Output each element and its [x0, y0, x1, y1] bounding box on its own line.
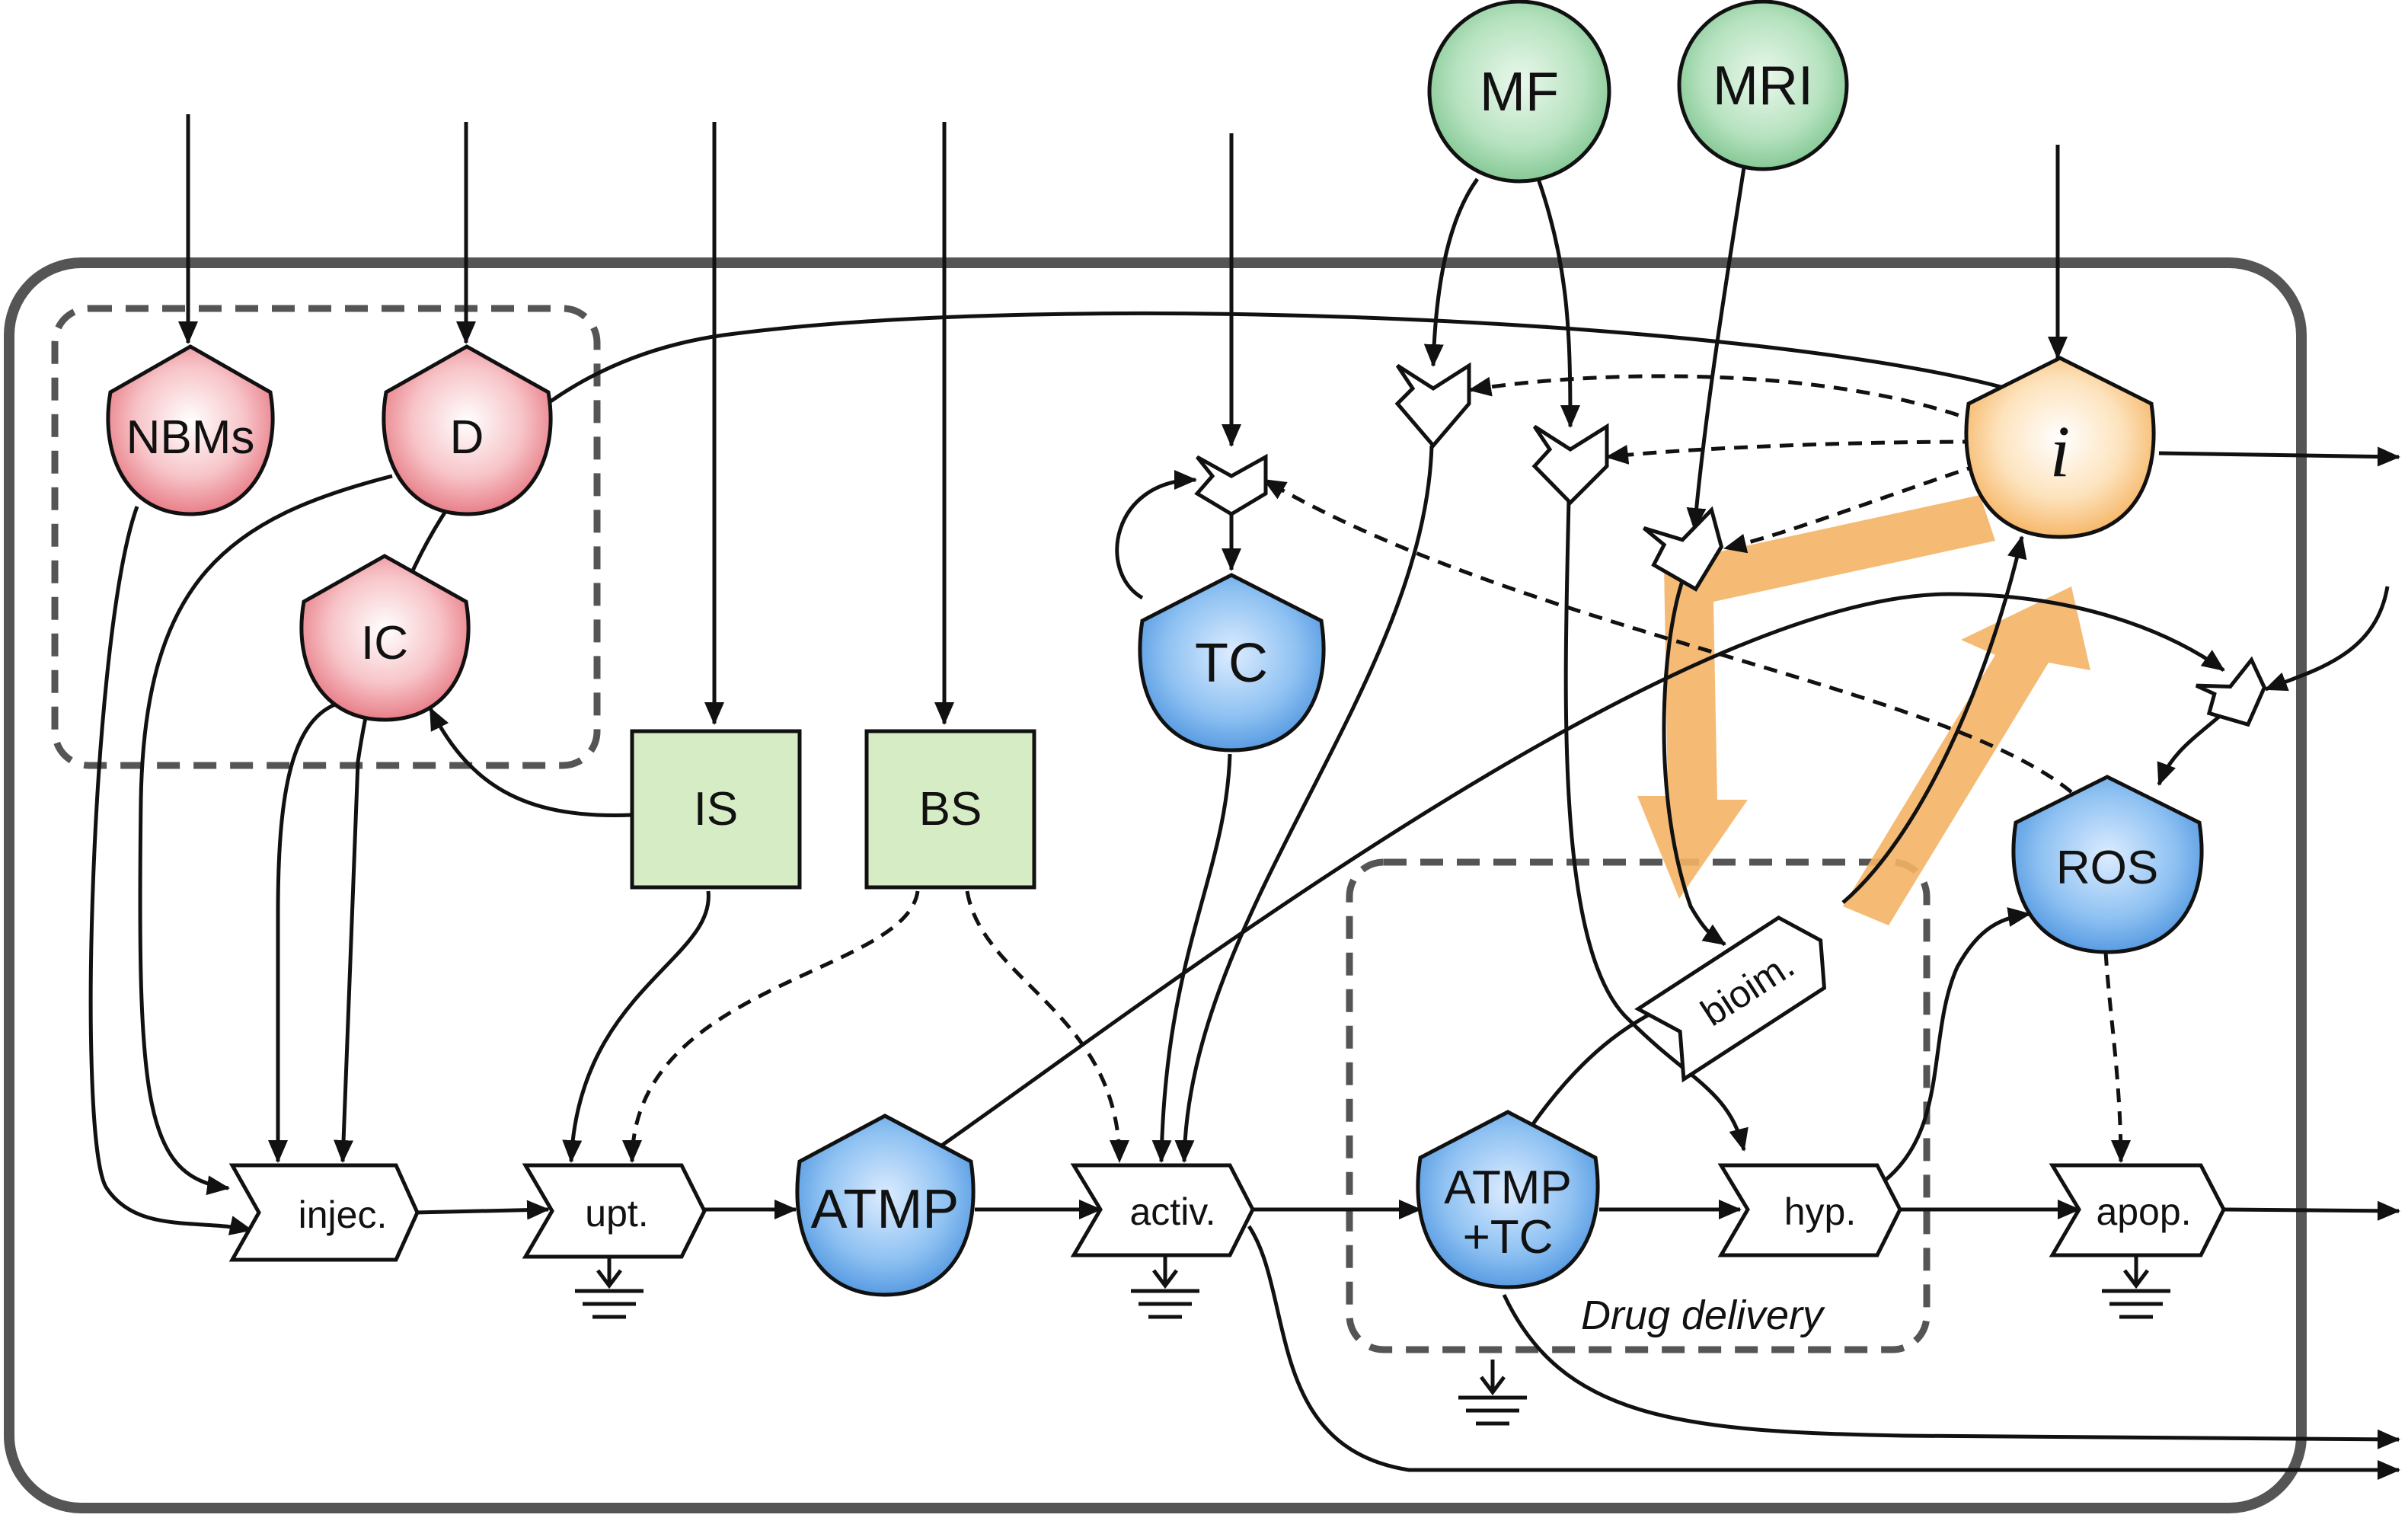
link-is-upt [562, 890, 711, 1163]
link-gate3-bioim [1662, 578, 1726, 947]
process-apop-label: apop. [2096, 1190, 2191, 1233]
output-arrow-i [2158, 446, 2400, 467]
node-i-label: i [2050, 411, 2071, 492]
link-mf-gate1 [1423, 177, 1480, 367]
gate-mri [1643, 506, 1724, 592]
link-gate1-activ [1174, 445, 1434, 1163]
orange-feedback-arrows [1637, 495, 2090, 925]
link-bs-upt [622, 890, 920, 1163]
node-is-label: IS [694, 783, 739, 836]
link-bs-activ [965, 890, 1129, 1163]
node-is[interactable]: IS [630, 729, 802, 890]
node-ic-label: IC [361, 617, 408, 669]
gate-tc [1194, 453, 1268, 516]
node-tc-label: TC [1195, 633, 1268, 694]
link-bioim-i [1841, 535, 2027, 904]
node-atmp-tc-label-2: +TC [1463, 1211, 1554, 1264]
process-activ-label: activ. [1130, 1190, 1216, 1233]
node-nbms-label: NBMs [126, 411, 255, 464]
node-mf-label: MF [1480, 62, 1559, 123]
output-arrow-atmptc [1502, 1293, 2400, 1449]
node-ros-label: ROS [2056, 842, 2158, 894]
link-i-injec [334, 311, 2007, 1163]
link-injec-upt [414, 1200, 550, 1220]
orange-arrow-down [1637, 495, 1995, 899]
link-ext-rosgate [2264, 586, 2390, 692]
drug-delivery-box [1346, 858, 1931, 1353]
process-bioim[interactable]: bioim. [1634, 906, 1844, 1083]
node-bs[interactable]: BS [864, 729, 1036, 890]
node-i[interactable]: i [1964, 356, 2156, 539]
process-upt-label: upt. [585, 1192, 648, 1235]
system-boundary [4, 257, 2307, 1513]
link-mf-gate2 [1536, 178, 1580, 428]
node-atmp-tc-label-1: ATMP [1444, 1162, 1572, 1214]
link-gate2-hyp [1563, 498, 1749, 1152]
node-ros[interactable]: ROS [2011, 775, 2204, 954]
link-rosgate-ros [2157, 714, 2221, 786]
node-mri-label: MRI [1713, 56, 1813, 117]
process-activ[interactable]: activ. [1070, 1163, 1255, 1257]
input-group-box [51, 305, 601, 769]
process-injec[interactable]: injec. [228, 1163, 420, 1262]
link-tc-activ [1151, 753, 1232, 1163]
sink-activ [1131, 1240, 1199, 1319]
drug-delivery-label: Drug delivery [1581, 1293, 1825, 1338]
node-atmp-label: ATMP [811, 1179, 960, 1240]
node-atmp[interactable]: ATMP [795, 1114, 976, 1297]
link-atmp-rosgate [939, 592, 2225, 1149]
node-d[interactable]: D [382, 344, 553, 516]
sink-atmptc [1458, 1360, 1527, 1426]
gate-mf-activ [1394, 362, 1471, 449]
process-apop[interactable]: apop. [2049, 1163, 2226, 1257]
node-mri[interactable]: MRI [1677, 0, 1849, 171]
link-i-gate3 [1723, 462, 1981, 554]
link-tc-loop [1115, 470, 1197, 600]
node-nbms[interactable]: NBMs [106, 344, 275, 516]
process-injec-label: injec. [299, 1193, 388, 1236]
link-ros-apop [2103, 951, 2131, 1163]
link-hyp-ros [1883, 907, 2031, 1182]
process-hyp[interactable]: hyp. [1717, 1163, 1902, 1257]
node-bs-label: BS [919, 783, 982, 836]
link-i-gate2 [1605, 439, 1977, 465]
output-arrow-activ [1247, 1225, 2400, 1480]
gate-ros [2195, 656, 2267, 727]
output-arrow-apop [2219, 1200, 2400, 1221]
node-d-label: D [450, 411, 484, 464]
node-mf[interactable]: MF [1427, 0, 1611, 184]
node-tc[interactable]: TC [1138, 573, 1326, 753]
link-ic-injec [268, 702, 336, 1163]
link-nbms-injec [88, 506, 253, 1235]
orange-arrow-up [1843, 586, 2090, 925]
process-hyp-label: hyp. [1784, 1190, 1857, 1233]
gate-mf-hyp [1531, 423, 1609, 506]
link-is-ic [428, 707, 633, 817]
process-upt[interactable]: upt. [522, 1163, 707, 1259]
link-d-injec [138, 474, 393, 1196]
link-i-gate1 [1468, 374, 1981, 425]
node-ic[interactable]: IC [299, 554, 471, 722]
node-atmp-tc[interactable]: ATMP +TC [1416, 1110, 1600, 1289]
link-mri-gate3 [1686, 167, 1746, 531]
